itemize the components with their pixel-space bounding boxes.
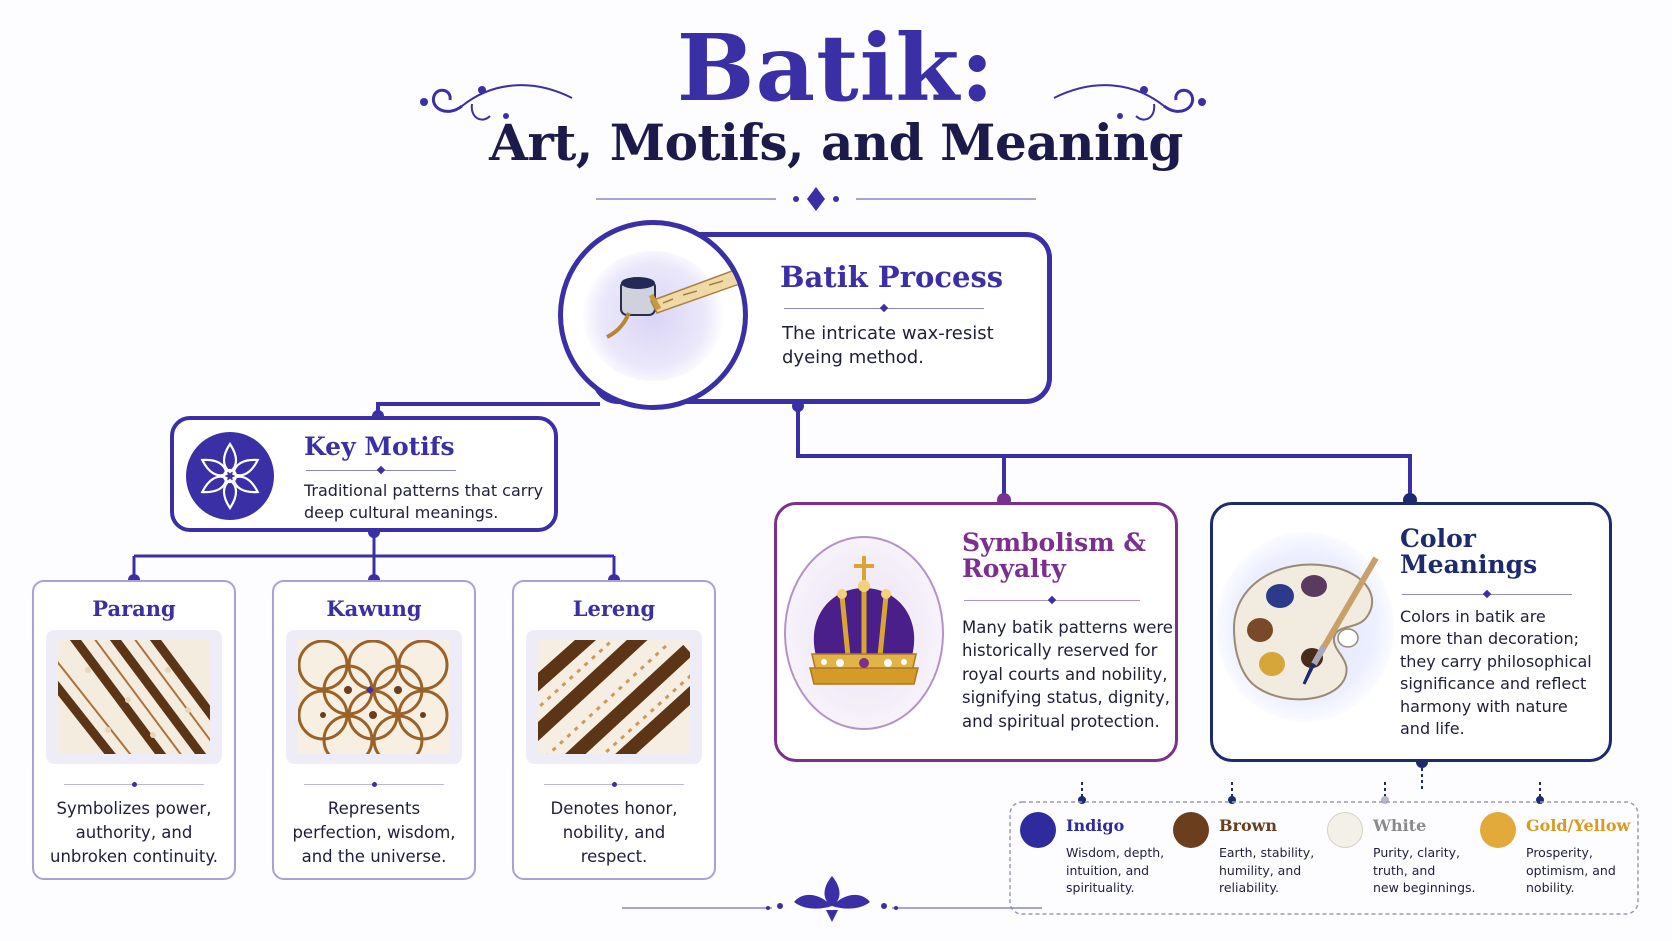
motif-name: Kawung [326,596,422,621]
batik-process-description: The intricate wax-resist dyeing method. [782,323,994,369]
symbolism-royalty-title: Symbolism & Royalty [962,528,1146,584]
color-legend-gold-yellow: Gold/Yellow Prosperity, optimism, and no… [1480,812,1630,902]
legend-name: Indigo [1066,816,1125,835]
brown-swatch [1173,812,1209,848]
key-motifs-title-rule [306,470,456,471]
color-meanings-title-rule [1402,594,1572,595]
motif-card-kawung: Kawung Represents perfection, wisdom, an… [272,580,476,880]
white-swatch [1327,812,1363,848]
legend-description: Prosperity, optimism, and nobility. [1526,845,1616,895]
legend-description: Purity, clarity, truth, and new beginnin… [1373,845,1476,895]
kawung-pattern-image [286,630,462,764]
gold-yellow-swatch [1480,812,1516,848]
color-meanings-title: Color Meanings [1400,524,1538,580]
motif-card-parang: Parang Symbolizes power, authority, and [32,580,236,880]
legend-name: Gold/Yellow [1526,816,1631,835]
motif-description: Represents perfection, wisdom, and the u… [292,799,456,866]
right-flourish-icon [1053,84,1206,121]
motif-name: Parang [92,596,176,621]
motif-description: Denotes honor, nobility, and respect. [550,799,678,866]
batik-process-title-rule [784,308,984,309]
motif-name: Lereng [572,596,656,621]
color-legend-white: White Purity, clarity, truth, and new be… [1327,812,1477,902]
legend-description: Earth, stability, humility, and reliabil… [1219,845,1315,895]
paint-palette-icon [1232,556,1379,701]
bottom-ornament-icon [622,876,1042,922]
flower-ornament-icon [186,432,274,520]
batik-process-icon-circle: ⟡ [558,220,748,410]
title-divider-ornament-icon [596,187,1036,211]
page-subtitle: Art, Motifs, and Meaning [489,113,1183,172]
crown-icon [809,556,919,685]
legend-name: Brown [1219,816,1278,835]
motif-description: Symbolizes power, authority, and unbroke… [49,799,219,866]
parang-pattern-image [46,630,222,764]
color-meanings-description: Colors in batik are more than decoration… [1400,607,1592,738]
canting-tool-icon [606,266,743,339]
symbolism-title-rule [964,600,1140,601]
legend-description: Wisdom, depth, intuition, and spirituali… [1066,845,1165,895]
page-title: Batik: [676,14,996,122]
motif-card-lereng: Lereng Denotes honor, nobility, and resp… [512,580,716,880]
batik-process-title: Batik Process [780,260,1004,294]
legend-name: White [1373,816,1427,835]
key-motifs-description: Traditional patterns that carry deep cul… [304,481,544,522]
color-legend-indigo: Indigo Wisdom, depth, intuition, and spi… [1020,812,1170,902]
indigo-swatch [1020,812,1056,848]
color-legend-brown: Brown Earth, stability, humility, and re… [1173,812,1323,902]
key-motifs-title: Key Motifs [304,432,455,461]
left-flourish-icon [420,84,573,121]
lereng-pattern-image [526,630,702,764]
symbolism-royalty-description: Many batik patterns were historically re… [962,618,1173,731]
crown-medallion [784,536,944,730]
